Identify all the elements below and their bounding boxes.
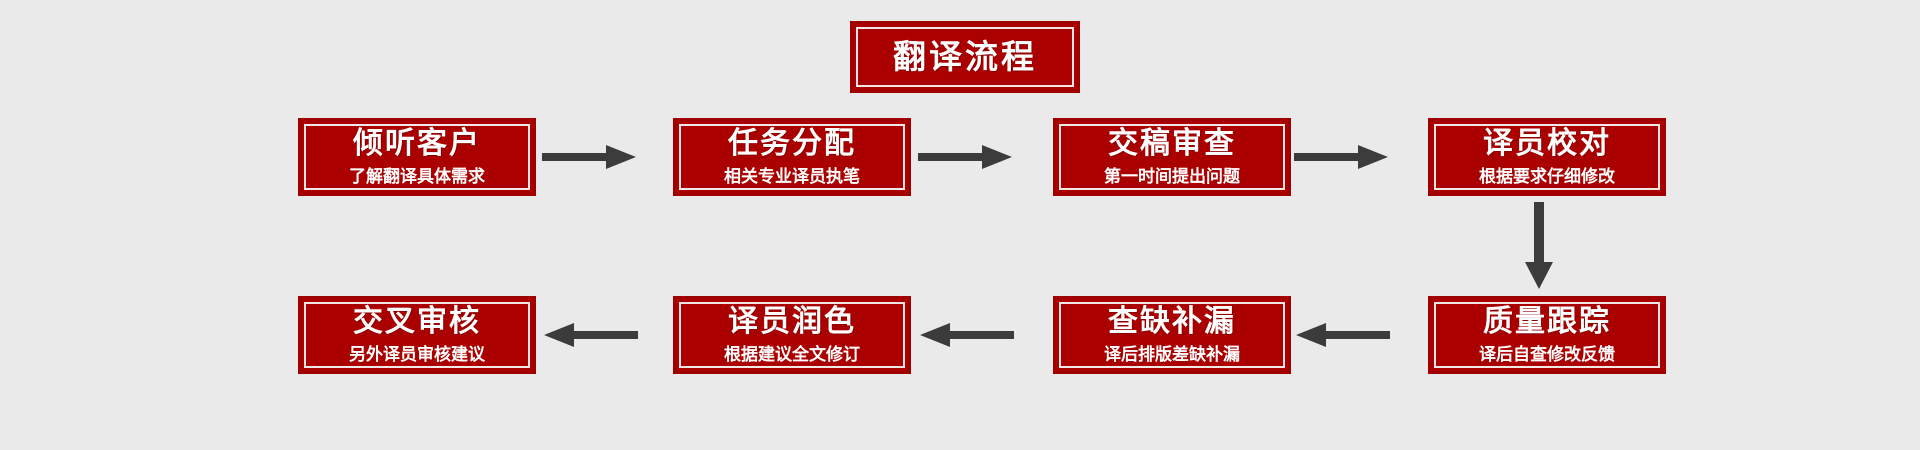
page-title: 翻译流程 bbox=[893, 36, 1037, 76]
title-box-inner: 翻译流程 bbox=[856, 27, 1074, 87]
arrow-down-icon bbox=[1522, 200, 1556, 292]
process-node-task-assignment: 任务分配 相关专业译员执笔 bbox=[673, 118, 911, 196]
process-node-quality-tracking: 质量跟踪 译后自查修改反馈 bbox=[1428, 296, 1666, 374]
node-title: 译员润色 bbox=[728, 304, 856, 340]
arrow-right-icon bbox=[916, 140, 1016, 174]
node-subtitle: 第一时间提出问题 bbox=[1104, 166, 1240, 187]
node-inner: 译员校对 根据要求仔细修改 bbox=[1434, 124, 1660, 190]
process-node-translator-proofreading: 译员校对 根据要求仔细修改 bbox=[1428, 118, 1666, 196]
node-inner: 交叉审核 另外译员审核建议 bbox=[304, 302, 530, 368]
node-subtitle: 根据建议全文修订 bbox=[724, 344, 860, 365]
process-node-draft-review: 交稿审查 第一时间提出问题 bbox=[1053, 118, 1291, 196]
node-subtitle: 译后自查修改反馈 bbox=[1479, 344, 1615, 365]
process-node-gap-filling: 查缺补漏 译后排版差缺补漏 bbox=[1053, 296, 1291, 374]
arrow-left-icon bbox=[916, 318, 1016, 352]
flowchart-title-box: 翻译流程 bbox=[850, 21, 1080, 93]
node-title: 查缺补漏 bbox=[1108, 304, 1236, 340]
node-inner: 交稿审查 第一时间提出问题 bbox=[1059, 124, 1285, 190]
node-subtitle: 了解翻译具体需求 bbox=[349, 166, 485, 187]
node-subtitle: 相关专业译员执笔 bbox=[724, 166, 860, 187]
process-node-translator-polishing: 译员润色 根据建议全文修订 bbox=[673, 296, 911, 374]
process-node-listen-to-client: 倾听客户 了解翻译具体需求 bbox=[298, 118, 536, 196]
node-title: 交叉审核 bbox=[353, 304, 481, 340]
node-subtitle: 根据要求仔细修改 bbox=[1479, 166, 1615, 187]
node-title: 任务分配 bbox=[728, 126, 856, 162]
node-inner: 查缺补漏 译后排版差缺补漏 bbox=[1059, 302, 1285, 368]
node-subtitle: 另外译员审核建议 bbox=[349, 344, 485, 365]
node-title: 交稿审查 bbox=[1108, 126, 1236, 162]
node-title: 质量跟踪 bbox=[1483, 304, 1611, 340]
arrow-right-icon bbox=[540, 140, 640, 174]
arrow-left-icon bbox=[540, 318, 640, 352]
process-node-cross-review: 交叉审核 另外译员审核建议 bbox=[298, 296, 536, 374]
node-inner: 倾听客户 了解翻译具体需求 bbox=[304, 124, 530, 190]
arrow-right-icon bbox=[1292, 140, 1392, 174]
arrow-left-icon bbox=[1292, 318, 1392, 352]
node-inner: 任务分配 相关专业译员执笔 bbox=[679, 124, 905, 190]
node-title: 倾听客户 bbox=[353, 126, 481, 162]
node-inner: 译员润色 根据建议全文修订 bbox=[679, 302, 905, 368]
node-title: 译员校对 bbox=[1483, 126, 1611, 162]
node-inner: 质量跟踪 译后自查修改反馈 bbox=[1434, 302, 1660, 368]
node-subtitle: 译后排版差缺补漏 bbox=[1104, 344, 1240, 365]
